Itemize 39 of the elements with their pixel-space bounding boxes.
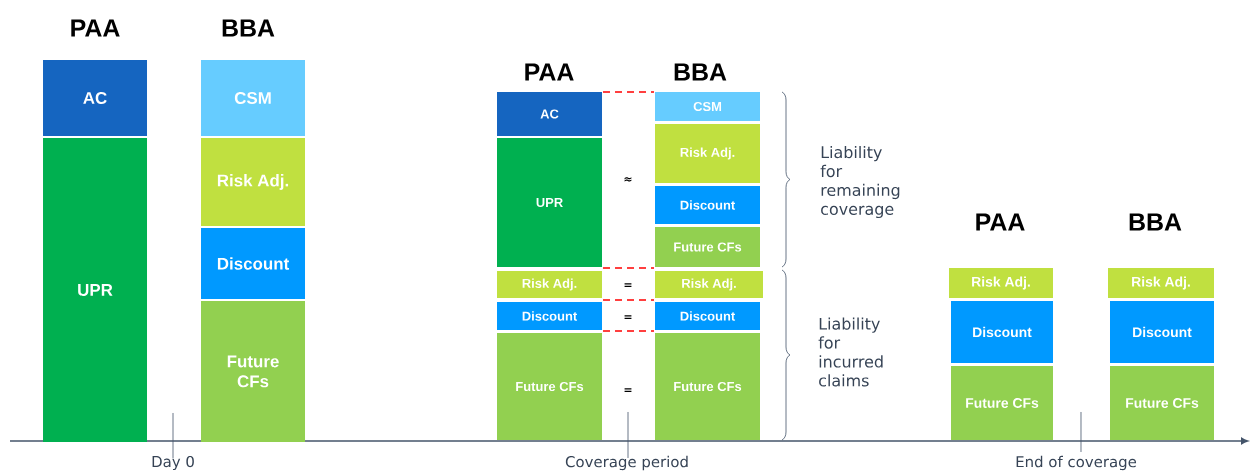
relation-sign: ≈ bbox=[624, 177, 632, 182]
bar-segment: CSM bbox=[201, 60, 305, 136]
bar-segment: Future CFs bbox=[655, 227, 760, 267]
bar-segment: Risk Adj. bbox=[1108, 268, 1214, 298]
bar-segment: Future CFs bbox=[497, 333, 602, 440]
bar-segment: Discount bbox=[951, 301, 1053, 363]
bar-segment: Risk Adj. bbox=[949, 268, 1053, 298]
relation-sign: = bbox=[624, 283, 632, 288]
bar-segment: Risk Adj. bbox=[201, 138, 305, 226]
axis-label: Day 0 bbox=[152, 455, 194, 471]
bar-segment: Discount bbox=[655, 186, 760, 224]
bar-segment: Future CFs bbox=[655, 333, 760, 440]
bar-segment: Risk Adj. bbox=[497, 271, 602, 298]
relation-sign: = bbox=[624, 315, 632, 320]
brace-label: Liability for incurred claims bbox=[818, 317, 883, 387]
column-heading: PAA bbox=[525, 63, 574, 81]
column-heading: PAA bbox=[71, 19, 120, 37]
bar-segment: AC bbox=[497, 92, 602, 136]
bar-segment: UPR bbox=[497, 138, 602, 267]
bar-segment: Risk Adj. bbox=[655, 124, 760, 183]
brace-label: Liability for remaining coverage bbox=[820, 145, 900, 219]
bar-segment: AC bbox=[43, 60, 147, 136]
bar-segment: Future CFs bbox=[201, 301, 305, 442]
bar-segment: CSM bbox=[655, 92, 760, 121]
column-heading: PAA bbox=[976, 213, 1025, 231]
bar-segment: Discount bbox=[655, 302, 760, 330]
bar-segment: Discount bbox=[497, 302, 602, 330]
bar-segment: Discount bbox=[1110, 301, 1214, 363]
bar-segment: Future CFs bbox=[951, 366, 1053, 440]
axis-label: End of coverage bbox=[1016, 455, 1137, 471]
bar-segment: Discount bbox=[201, 228, 305, 299]
column-heading: BBA bbox=[1129, 213, 1182, 231]
column-heading: BBA bbox=[222, 19, 275, 37]
axis-label: Coverage period bbox=[565, 455, 688, 471]
column-heading: BBA bbox=[674, 63, 727, 81]
bar-segment: Risk Adj. bbox=[655, 271, 763, 298]
relation-sign: = bbox=[624, 388, 632, 393]
bar-segment: Future CFs bbox=[1110, 366, 1214, 440]
bar-segment: UPR bbox=[43, 138, 147, 442]
